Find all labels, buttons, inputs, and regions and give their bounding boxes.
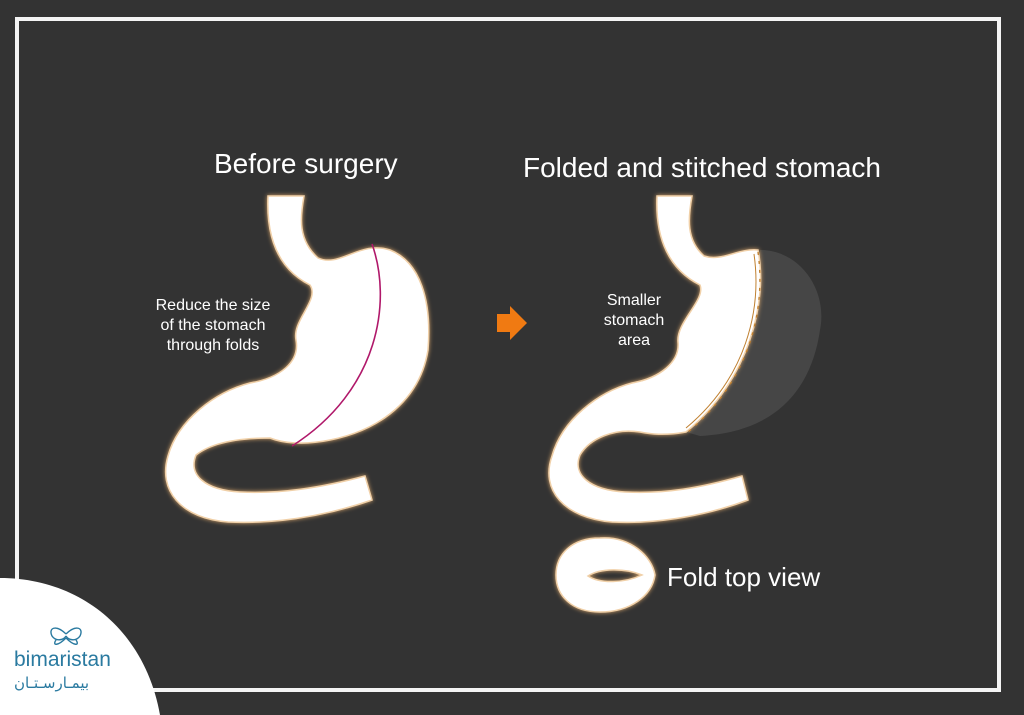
- stomach-before: [164, 195, 430, 524]
- stomach-after: [548, 195, 762, 524]
- logo-name: bimaristan: [14, 648, 111, 671]
- butterfly-icon: [50, 627, 82, 645]
- title-before-surgery: Before surgery: [214, 148, 398, 179]
- fold-line: [291, 243, 382, 447]
- fold-top-view-shape: [555, 537, 656, 613]
- arrow-right-icon: [497, 306, 527, 340]
- diagram-frame: [15, 17, 1001, 692]
- stitch-line-edge: [685, 253, 757, 429]
- title-folded-stitched: Folded and stitched stomach: [523, 152, 881, 183]
- label-reduce-size: Reduce the size of the stomach through f…: [155, 297, 271, 354]
- label-smaller-stomach: Smaller stomach area: [603, 292, 665, 349]
- logo-arabic: بيمـارسـتـان: [14, 675, 90, 692]
- stitch-line: [687, 251, 761, 433]
- logo-corner: [0, 578, 160, 715]
- title-fold-top-view: Fold top view: [667, 562, 821, 592]
